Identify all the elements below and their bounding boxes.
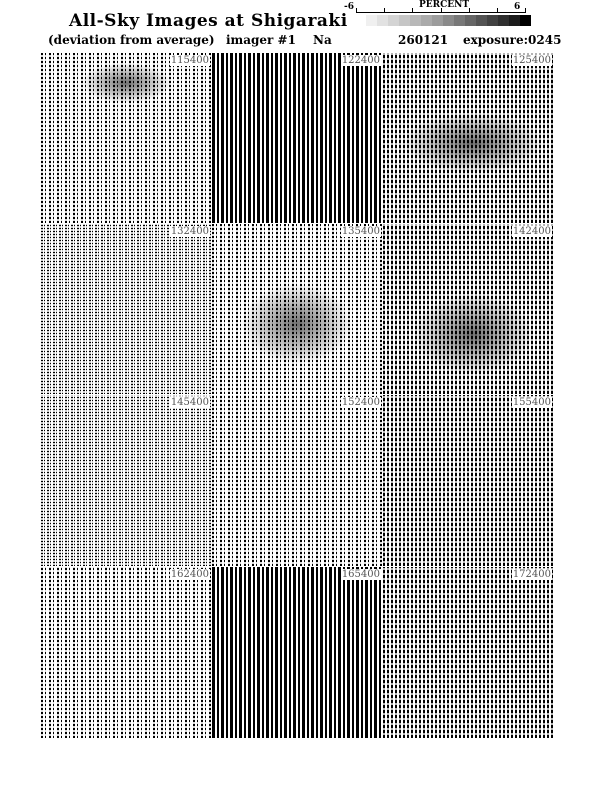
panel-time-label: 145400 xyxy=(169,397,210,408)
sky-image-panel: 155400 xyxy=(383,395,553,566)
colorbar-max-label: 6 xyxy=(514,2,521,12)
colorbar-swatch xyxy=(399,15,410,26)
panel-time-label: 172400 xyxy=(511,569,552,580)
colorbar-swatch xyxy=(377,15,388,26)
panel-time-label: 155400 xyxy=(511,397,552,408)
sky-image-panel: 145400 xyxy=(41,395,211,566)
colorbar-tick xyxy=(384,8,386,13)
colorbar-min-label: -6 xyxy=(344,2,354,12)
colorbar-swatch xyxy=(443,15,454,26)
colorbar-tick xyxy=(412,8,414,13)
sky-image-panel: 135400 xyxy=(212,224,382,394)
airglow-feature xyxy=(81,63,171,103)
colorbar-tick xyxy=(525,8,526,13)
colorbar-swatch xyxy=(432,15,443,26)
sky-image-panel: 172400 xyxy=(383,567,553,738)
figure-title: All-Sky Images at Shigaraki xyxy=(69,11,348,31)
colorbar-swatch xyxy=(421,15,432,26)
sky-image-panel: 125400 xyxy=(383,53,553,223)
sky-image-panel: 162400 xyxy=(41,567,211,738)
colorbar-swatch xyxy=(465,15,476,26)
colorbar-swatch xyxy=(487,15,498,26)
subtitle: (deviation from average) xyxy=(48,33,215,47)
exposure-label: exposure:0245 xyxy=(463,33,562,47)
panel-time-label: 165400 xyxy=(340,569,381,580)
sky-image-panel: 152400 xyxy=(212,395,382,566)
sky-image-panel: 115400 xyxy=(41,53,211,223)
airglow-feature xyxy=(413,294,533,374)
colorbar-axis xyxy=(356,8,526,13)
colorbar-tick xyxy=(440,8,442,13)
sky-image-panel: 122400 xyxy=(212,53,382,223)
colorbar-swatch xyxy=(454,15,465,26)
colorbar-swatch xyxy=(498,15,509,26)
emission-label: Na xyxy=(313,33,332,47)
colorbar-swatch xyxy=(366,15,377,26)
colorbar xyxy=(366,15,531,26)
colorbar-tick xyxy=(356,8,357,13)
sky-image-panel: 165400 xyxy=(212,567,382,738)
colorbar-tick xyxy=(496,8,498,13)
sky-image-panel: 132400 xyxy=(41,224,211,394)
panel-time-label: 152400 xyxy=(340,397,381,408)
panel-time-label: 135400 xyxy=(340,226,381,237)
colorbar-swatch xyxy=(388,15,399,26)
panel-time-label: 162400 xyxy=(169,569,210,580)
colorbar-swatch xyxy=(520,15,531,26)
panel-time-label: 142400 xyxy=(511,226,552,237)
colorbar-tick xyxy=(468,8,470,13)
image-grid: 115400 122400 125400 132400 135400 142400 1454… xyxy=(41,53,553,738)
date-label: 260121 xyxy=(398,33,449,47)
imager-label: imager #1 xyxy=(226,33,296,47)
colorbar-swatch xyxy=(476,15,487,26)
panel-time-label: 122400 xyxy=(340,55,381,66)
panel-time-label: 132400 xyxy=(169,226,210,237)
airglow-feature xyxy=(242,284,352,364)
airglow-feature xyxy=(403,113,543,173)
panel-time-label: 125400 xyxy=(511,55,552,66)
colorbar-swatch xyxy=(410,15,421,26)
colorbar-swatch xyxy=(509,15,520,26)
sky-image-panel: 142400 xyxy=(383,224,553,394)
panel-time-label: 115400 xyxy=(169,55,210,66)
colorbar-title: PERCENT xyxy=(419,0,470,10)
